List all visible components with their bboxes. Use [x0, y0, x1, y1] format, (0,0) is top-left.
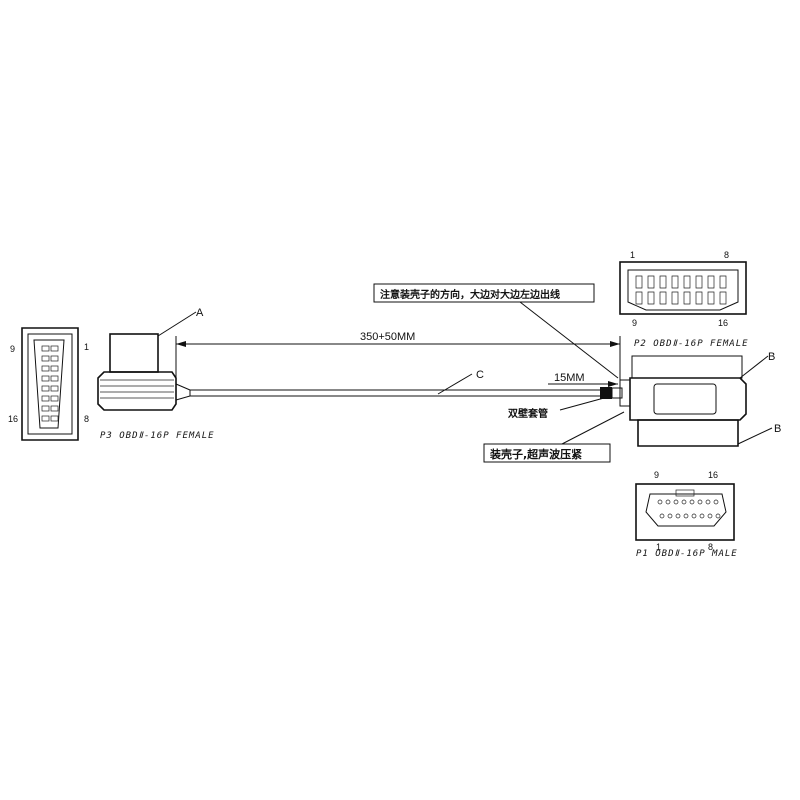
orientation-note-text: 注意装壳子的方向，大边对大边左边出线 [380, 288, 560, 301]
callout-b2: B [774, 423, 781, 435]
p2-pin-1-label: 1 [630, 250, 635, 260]
callout-b1: B [768, 351, 775, 363]
sleeve: 双壁套管 [508, 387, 623, 420]
p3-face-view: 9 1 16 8 [8, 327, 89, 441]
p1-face-view: 9 16 1 8 P1 OBDⅡ-16P MALE [635, 470, 738, 559]
sleeve-note: 双壁套管 [508, 407, 548, 420]
orientation-leader [519, 301, 619, 379]
p1-pin-16-label: 16 [708, 470, 718, 480]
p2-pin-grid [635, 275, 727, 305]
p2-face-view: 1 8 9 16 P2 OBDⅡ-16P FEMALE [619, 250, 749, 349]
p2-pin-8-label: 8 [724, 250, 729, 260]
p1-label: P1 OBDⅡ-16P MALE [636, 549, 738, 559]
callout-a: A [196, 307, 204, 319]
p1-pin-grid [657, 499, 721, 519]
p1-pin-1-label: 1 [656, 542, 661, 552]
cable: C [190, 369, 600, 397]
p3-pin-grid [41, 345, 59, 422]
p2-pin-16-label: 16 [718, 318, 728, 328]
shrink-value: 15MM [554, 372, 585, 384]
length-dimension: 350+50MM [175, 331, 621, 380]
p3-label: P3 OBDⅡ-16P FEMALE [100, 431, 215, 441]
callout-b2-leader [737, 427, 773, 445]
p3-side-view: A P3 OBDⅡ-16P FEMALE [97, 307, 215, 441]
crimp-leader [561, 411, 625, 445]
p2-pin-9-label: 9 [632, 318, 637, 328]
crimp-note: 装壳子,超声波压紧 [483, 411, 625, 463]
callout-c-leader [437, 373, 473, 395]
crimp-note-text: 装壳子,超声波压紧 [489, 447, 582, 461]
p3-pin-1-label: 1 [84, 342, 89, 352]
p3-pin-8-label: 8 [84, 414, 89, 424]
callout-a-leader [157, 311, 197, 337]
shrink-dimension: 15MM [548, 372, 618, 387]
p1-pin-8-label: 8 [708, 542, 713, 552]
sleeve-leader [559, 397, 605, 411]
p3-pin-9-label: 9 [10, 344, 15, 354]
p3-pin-16-label: 16 [8, 414, 18, 424]
length-value: 350+50MM [360, 331, 415, 343]
p2-label: P2 OBDⅡ-16P FEMALE [634, 339, 749, 349]
p2-p1-body: B B [619, 351, 781, 447]
p1-pin-9-label: 9 [654, 470, 659, 480]
callout-b1-leader [739, 355, 769, 379]
orientation-note: 注意装壳子的方向，大边对大边左边出线 [373, 283, 619, 379]
callout-c: C [476, 369, 484, 381]
